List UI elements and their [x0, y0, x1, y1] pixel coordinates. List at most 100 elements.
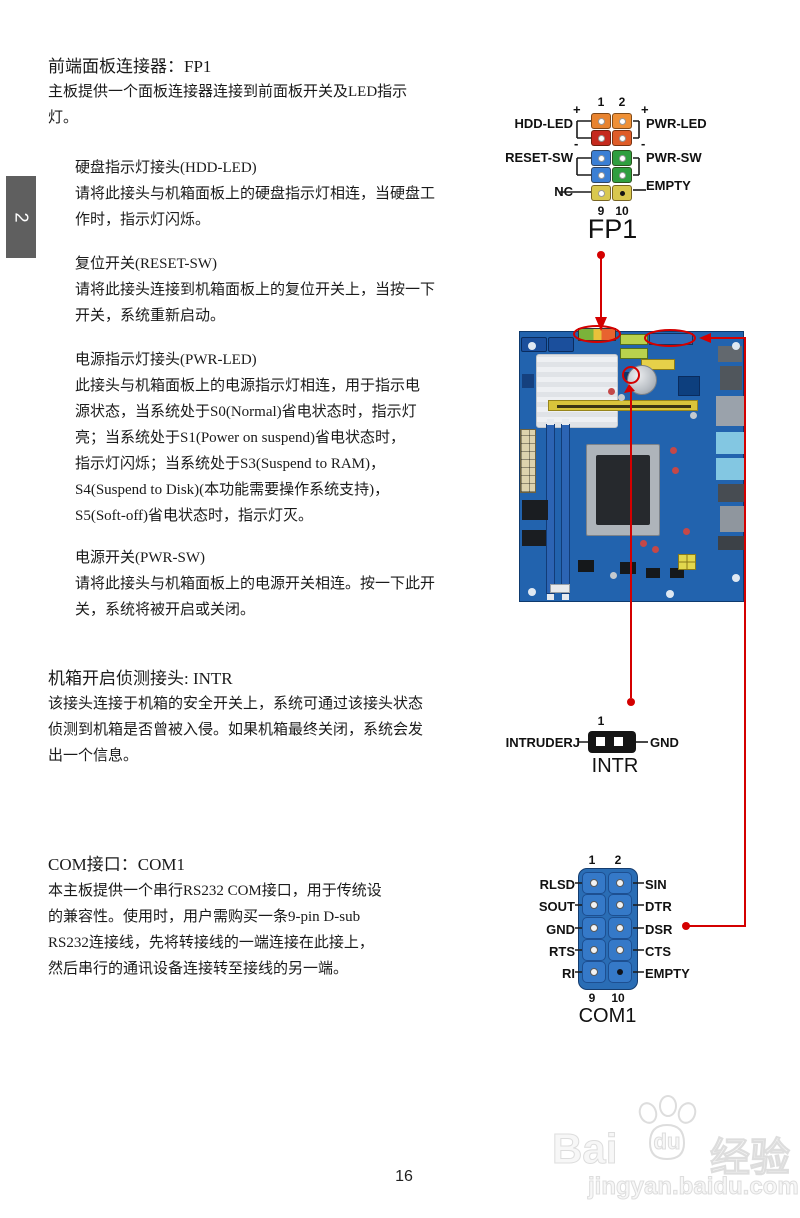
fp1-diagram-caption: FP1 — [587, 214, 638, 244]
com1-label-cts: CTS — [645, 944, 671, 959]
pin-hole — [616, 901, 624, 909]
intr-label-intruderj: INTRUDERJ — [505, 735, 580, 750]
body-line: 开关，系统重新启动。 — [75, 308, 226, 324]
sata-port — [548, 337, 574, 352]
minus-sign: - — [574, 136, 579, 151]
io-port — [720, 366, 742, 390]
watermark-url: jingyan.baidu.com — [588, 1173, 800, 1201]
com1-pin-2 — [608, 872, 632, 894]
mounting-hole — [732, 342, 740, 350]
watermark-brand-left: Bai — [551, 1125, 618, 1173]
fp1-label-reset-sw: RESET-SW — [505, 150, 573, 165]
com1-pin-5 — [582, 917, 606, 939]
capacitor — [608, 388, 615, 395]
pin-hole — [597, 189, 605, 197]
warranty-sticker — [641, 359, 675, 370]
com1-pin-8 — [608, 939, 632, 961]
pin-hole-empty — [619, 190, 625, 196]
pin-hole — [616, 879, 624, 887]
cmos-battery — [627, 365, 657, 395]
cpu-socket — [586, 444, 660, 536]
fp1-pin-9 — [591, 185, 611, 201]
chip — [620, 562, 636, 574]
fp1-pin-number-1: 1 — [597, 95, 605, 109]
body-line: 灯。 — [48, 110, 79, 126]
fp1-pin-6 — [612, 150, 632, 166]
fp1-pin-number-10: 10 — [615, 204, 629, 218]
fp1-pin-2 — [612, 113, 632, 129]
chapter-tab-number: 2 — [11, 211, 32, 223]
fp1-pin-number-9: 9 — [597, 204, 605, 218]
fp1-diagram: 1 2 9 10 HDD-LED RESET-SW NC PWR-LED PWR… — [500, 92, 715, 257]
plus-sign: + — [573, 102, 581, 117]
com1-diagram: 1 2 9 10 RLSD SOUT GND RTS RI SIN DTR DS… — [505, 845, 720, 1027]
capacitor — [672, 467, 679, 474]
body-line: 的兼容性。使用时，用户需购买一条9-pin D-sub — [48, 909, 361, 925]
capacitor — [618, 394, 625, 401]
capacitor — [640, 540, 647, 547]
chip — [578, 560, 594, 572]
capacitor — [690, 412, 697, 419]
body-line: 侦测到机箱是否曾被入侵。如果机箱最终关闭，系统会发 — [48, 722, 424, 738]
fp1-label-pwr-led: PWR-LED — [646, 116, 707, 131]
pin-hole — [597, 154, 605, 162]
chapter-tab: 2 — [6, 176, 36, 258]
body-line: 源状态，当系统处于S0(Normal)省电状态时，指示灯 — [75, 404, 417, 420]
mounting-hole — [732, 574, 740, 582]
chip — [522, 530, 546, 546]
intr-pin-number-1: 1 — [597, 714, 605, 728]
com1-label-sout: SOUT — [538, 899, 575, 914]
pin-hole — [616, 946, 624, 954]
capacitor — [670, 447, 677, 454]
fp1-pin-4 — [612, 130, 632, 146]
com1-label-dtr: DTR — [645, 899, 672, 914]
intr-label-gnd: GND — [650, 735, 679, 750]
io-port — [718, 536, 744, 550]
capacitor — [683, 528, 690, 535]
cpu-power-connector — [678, 554, 696, 570]
pin-hole — [590, 968, 598, 976]
pin-hole — [614, 737, 623, 746]
com1-label-empty: EMPTY — [645, 966, 690, 981]
body-line: 请将此接头连接到机箱面板上的复位开关上，当按一下 — [75, 282, 436, 298]
fp1-header — [578, 328, 616, 341]
usb-ports — [716, 458, 744, 480]
body-line: S5(Soft-off)省电状态时，指示灯灭。 — [75, 508, 314, 524]
intr-connector — [588, 731, 636, 753]
chip — [522, 500, 548, 520]
pin-hole — [596, 737, 605, 746]
dimm-clip — [547, 419, 554, 425]
pin-hole — [616, 924, 624, 932]
body-line: 亮；当系统处于S1(Power on suspend)省电状态时， — [75, 430, 405, 446]
minus-sign: - — [641, 136, 646, 151]
com1-pin-number-1: 1 — [588, 853, 596, 867]
capacitor — [610, 572, 617, 579]
pin-hole-empty — [617, 969, 623, 975]
chip — [522, 374, 534, 388]
jumper-header — [620, 334, 648, 345]
section-title-intr: 机箱开启侦测接头: INTR — [48, 669, 233, 688]
dimm-clip — [562, 594, 569, 600]
subheading-pwr-led: 电源指示灯接头(PWR-LED) — [75, 352, 257, 368]
section-title-fp1: 前端面板连接器：FP1 — [48, 57, 212, 76]
pin-hole — [597, 171, 605, 179]
usb-ports — [716, 432, 744, 454]
body-line: 出一个信息。 — [48, 748, 139, 764]
pin-hole — [590, 946, 598, 954]
body-line: 然后串行的通讯设备连接转至接线的另一端。 — [48, 961, 349, 977]
pin-hole — [618, 134, 626, 142]
pin-hole — [590, 879, 598, 887]
motherboard-photo — [519, 328, 744, 602]
atx-power-connector — [520, 429, 536, 493]
pin-hole — [618, 154, 626, 162]
pin-hole — [590, 901, 598, 909]
body-line: 指示灯闪烁；当系统处于S3(Suspend to RAM)， — [75, 456, 386, 472]
pin-hole — [597, 117, 605, 125]
fp1-pin-7 — [591, 167, 611, 183]
com1-label-gnd: GND — [546, 922, 575, 937]
body-line: 该接头连接于机箱的安全开关上，系统可通过该接头状态 — [48, 696, 424, 712]
com1-pin-7 — [582, 939, 606, 961]
fp1-label-pwr-sw: PWR-SW — [646, 150, 702, 165]
fp1-pin-3 — [591, 130, 611, 146]
body-line: S4(Suspend to Disk)(本功能需要操作系统支持)， — [75, 482, 390, 498]
